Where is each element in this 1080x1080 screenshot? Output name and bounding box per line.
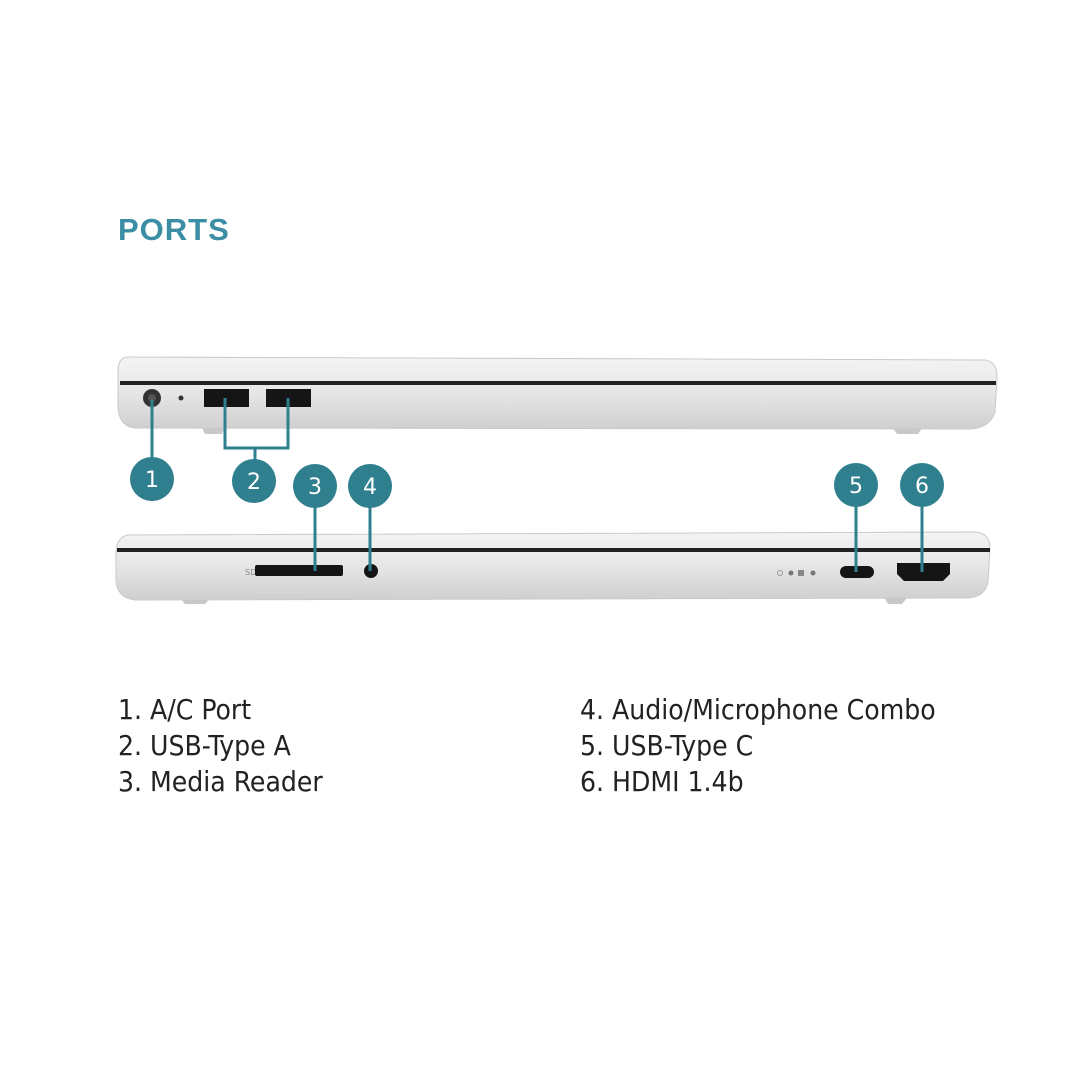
- svg-text:4: 4: [363, 475, 377, 500]
- callout-6: 6: [900, 463, 944, 507]
- port-item-5: 5. USB-Type C: [580, 729, 754, 762]
- svg-text:3: 3: [308, 475, 322, 500]
- laptop-right-side: SD: [115, 531, 991, 604]
- section-title: PORTS: [118, 212, 230, 247]
- svg-text:1: 1: [145, 468, 159, 493]
- callout-1: 1: [130, 457, 174, 501]
- port-item-2: 2. USB-Type A: [118, 729, 291, 762]
- port-item-6: 6. HDMI 1.4b: [580, 765, 744, 798]
- sd-label: SD: [245, 568, 256, 577]
- callout-5: 5: [834, 463, 878, 507]
- media-reader-slot: [255, 565, 343, 576]
- laptop-left-side: [117, 356, 998, 434]
- port-item-4: 4. Audio/Microphone Combo: [580, 693, 936, 726]
- svg-text:6: 6: [915, 474, 929, 499]
- svg-text:5: 5: [849, 474, 863, 499]
- port-list-left: 1. A/C Port 2. USB-Type A 3. Media Reade…: [118, 692, 323, 800]
- callout-2: 2: [232, 459, 276, 503]
- port-list-right: 4. Audio/Microphone Combo 5. USB-Type C …: [580, 692, 936, 800]
- svg-text:2: 2: [247, 470, 261, 495]
- led-icon: [178, 395, 184, 401]
- callout-lines: [150, 398, 924, 572]
- callout-3: 3: [293, 464, 337, 508]
- led-icon: [777, 570, 783, 576]
- port-item-3: 3. Media Reader: [118, 765, 323, 798]
- callout-4: 4: [348, 464, 392, 508]
- port-item-1: 1. A/C Port: [118, 693, 252, 726]
